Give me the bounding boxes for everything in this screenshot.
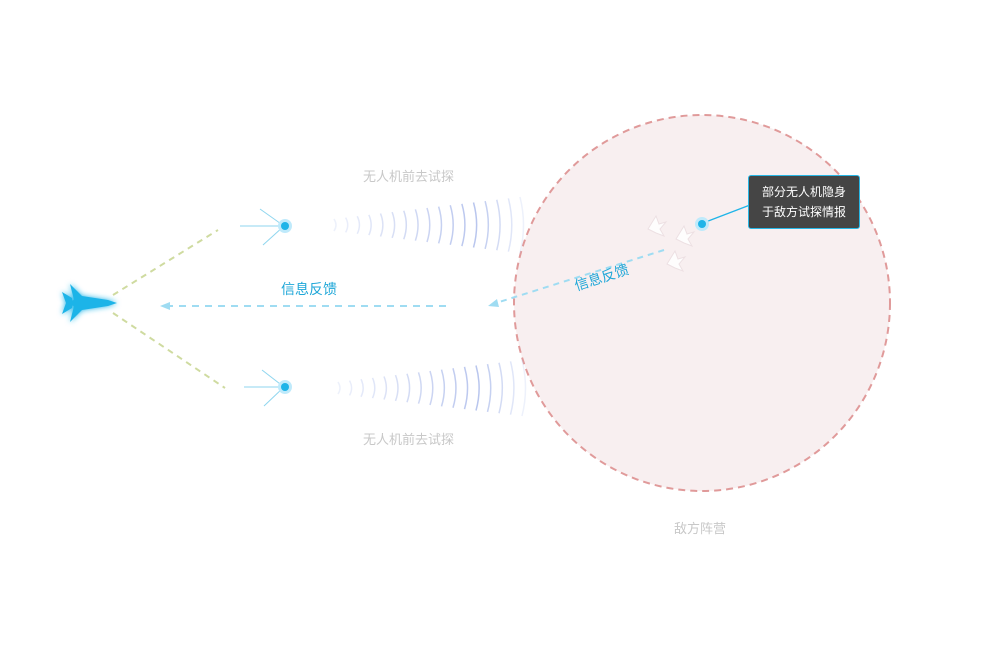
tooltip-line-1: 部分无人机隐身 bbox=[761, 185, 846, 199]
radar-waves-bottom bbox=[337, 359, 527, 417]
radar-wave-arc bbox=[371, 377, 376, 399]
radar-wave-arc bbox=[509, 361, 515, 415]
radar-wave-arc bbox=[437, 206, 443, 244]
feedback-label-horizontal: 信息反馈 bbox=[281, 282, 337, 298]
radar-wave-arc bbox=[383, 376, 388, 400]
radar-wave-arc bbox=[486, 363, 492, 413]
radar-wave-arc bbox=[484, 200, 490, 250]
enemy-camp-zone bbox=[513, 114, 891, 492]
uav-bottom-label: 无人机前去试探 bbox=[363, 433, 455, 448]
jet-icon bbox=[62, 284, 117, 322]
radar-wave-arc bbox=[449, 205, 454, 245]
radar-wave-arc bbox=[440, 369, 446, 407]
radar-wave-arc bbox=[391, 211, 396, 239]
radar-wave-arc bbox=[414, 209, 419, 241]
radar-wave-arc bbox=[429, 370, 434, 406]
radar-wave-arc bbox=[521, 359, 527, 417]
feedback-arrowhead-horizontal bbox=[160, 302, 170, 310]
radar-wave-arc bbox=[461, 203, 466, 247]
enemy-camp-label: 敌方阵营 bbox=[674, 522, 727, 537]
radar-wave-arc bbox=[496, 199, 501, 251]
radar-wave-arc bbox=[360, 378, 364, 398]
path-to-top-drone bbox=[112, 229, 219, 296]
radar-wave-arc bbox=[379, 213, 384, 237]
feedback-arrow-diagonal bbox=[495, 249, 665, 304]
radar-wave-arc bbox=[344, 217, 349, 233]
radar-wave-arc bbox=[368, 214, 372, 236]
radar-wave-arc bbox=[452, 368, 457, 408]
drone-bottom bbox=[244, 369, 292, 407]
radar-wave-arc bbox=[475, 365, 480, 411]
hidden-drone bbox=[695, 204, 751, 231]
radar-wave-arc bbox=[394, 374, 399, 402]
tooltip-line-2: 于敌方试探情报 bbox=[761, 205, 846, 219]
feedback-arrowhead-diagonal bbox=[488, 299, 499, 307]
radar-wave-arc bbox=[426, 207, 431, 243]
radar-wave-arc bbox=[333, 218, 337, 232]
radar-wave-arc bbox=[519, 196, 525, 254]
radar-wave-arc bbox=[507, 198, 513, 252]
radar-wave-arc bbox=[356, 215, 361, 235]
radar-wave-arc bbox=[337, 381, 341, 395]
radar-waves-top bbox=[333, 196, 525, 254]
drone-top bbox=[240, 208, 292, 246]
radar-wave-arc bbox=[472, 202, 478, 248]
radar-wave-arc bbox=[463, 366, 469, 410]
hidden-drone-tooltip: 部分无人机隐身 于敌方试探情报 bbox=[748, 175, 860, 229]
radar-wave-arc bbox=[417, 372, 422, 404]
radar-wave-arc bbox=[498, 362, 504, 414]
radar-wave-arc bbox=[348, 380, 353, 396]
radar-wave-arc bbox=[406, 373, 411, 403]
uav-top-label: 无人机前去试探 bbox=[363, 170, 455, 185]
path-to-bottom-drone bbox=[112, 312, 226, 389]
radar-wave-arc bbox=[403, 210, 408, 240]
plane-icon bbox=[647, 214, 696, 272]
